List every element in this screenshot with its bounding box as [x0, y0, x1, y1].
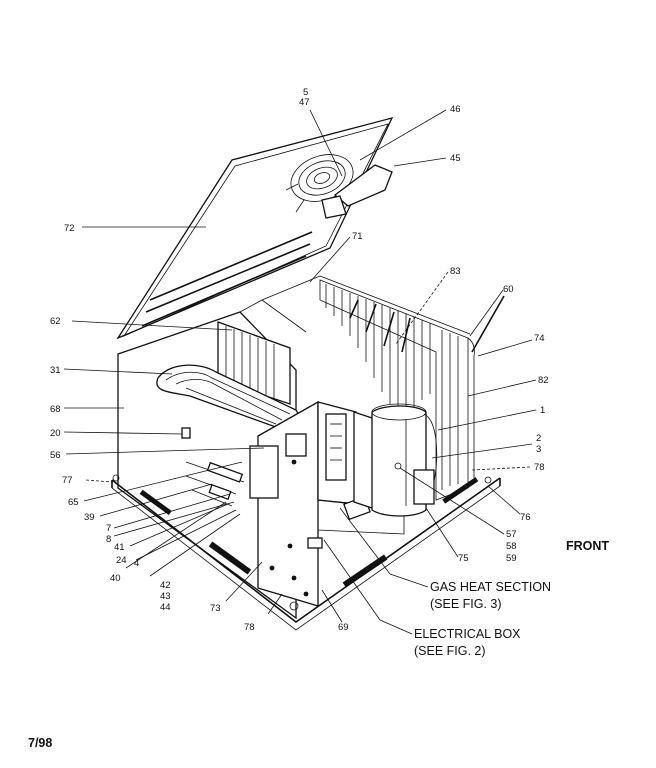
callout-56: 56 [50, 450, 61, 461]
evaporator-coil [156, 321, 299, 431]
callout-5: 5 [303, 87, 308, 98]
callout-59: 59 [506, 553, 517, 564]
gas-heat-label: GAS HEAT SECTION [430, 580, 551, 594]
control-panel [249, 400, 405, 607]
callout-20: 20 [50, 428, 61, 439]
callout-82: 82 [538, 375, 549, 386]
callout-4: 4 [134, 558, 139, 569]
callout-62: 62 [50, 316, 61, 327]
callout-3: 3 [536, 444, 541, 455]
callout-69: 69 [338, 622, 349, 633]
callout-46: 46 [450, 104, 461, 115]
top-panel [116, 117, 394, 340]
front-label: FRONT [566, 539, 609, 553]
callout-65: 65 [68, 497, 79, 508]
fan-assembly [285, 154, 393, 219]
callout-43: 43 [160, 591, 171, 602]
gas-heat-section [353, 403, 438, 517]
callout-74: 74 [534, 333, 545, 344]
callout-31: 31 [50, 365, 61, 376]
callout-numbers: 5 47 46 45 72 71 83 60 62 74 31 82 68 1 … [50, 87, 549, 633]
callout-76: 76 [520, 512, 531, 523]
callout-78-right: 78 [534, 462, 545, 473]
callout-44: 44 [160, 602, 171, 613]
callout-40: 40 [110, 573, 121, 584]
callout-71: 71 [352, 231, 363, 242]
electrical-box-ref: (SEE FIG. 2) [414, 644, 486, 658]
callout-8: 8 [106, 534, 111, 545]
callout-42: 42 [160, 580, 171, 591]
callout-78-bottom: 78 [244, 622, 255, 633]
callout-1: 1 [540, 405, 545, 416]
callout-73: 73 [210, 603, 221, 614]
callout-2: 2 [536, 433, 541, 444]
callout-41: 41 [114, 542, 125, 553]
condenser-coil [319, 279, 505, 501]
callout-72: 72 [64, 223, 75, 234]
callout-68: 68 [50, 404, 61, 415]
callout-45: 45 [450, 153, 461, 164]
callout-60: 60 [503, 284, 514, 295]
callout-58: 58 [506, 541, 517, 552]
callout-39: 39 [84, 512, 95, 523]
electrical-box-label: ELECTRICAL BOX [414, 627, 521, 641]
callout-24: 24 [116, 555, 127, 566]
callout-7: 7 [106, 523, 111, 534]
callout-83: 83 [450, 266, 461, 277]
callout-75: 75 [458, 553, 469, 564]
callout-77: 77 [62, 475, 73, 486]
callout-57: 57 [506, 529, 517, 540]
leader-lines [63, 109, 537, 635]
gas-heat-ref: (SEE FIG. 3) [430, 597, 502, 611]
revision-date: 7/98 [28, 736, 52, 750]
callout-47: 47 [299, 97, 310, 108]
